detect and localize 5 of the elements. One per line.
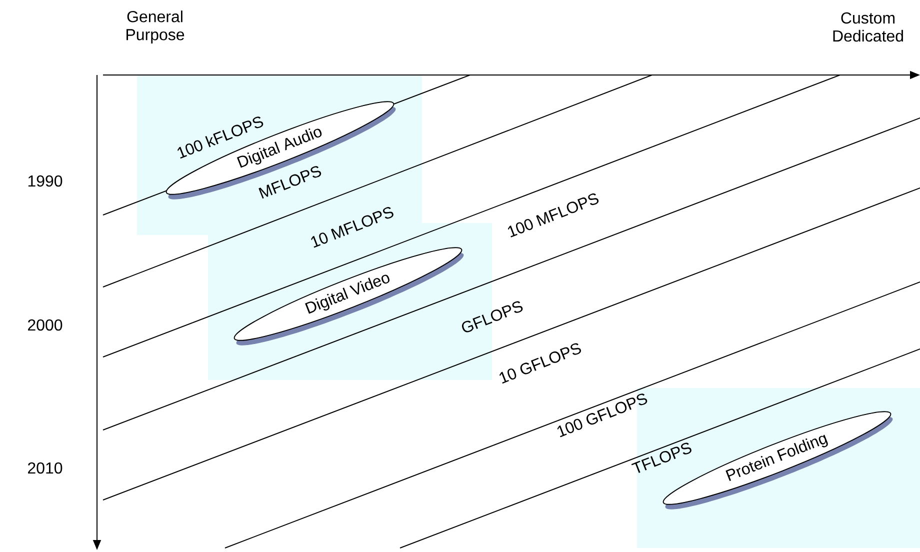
axis-label: Custom Dedicated [833,12,903,42]
axis-label: General Purpose [126,10,184,44]
year-label: 2010 [28,462,62,474]
year-label: 1990 [28,175,62,187]
year-label: 2000 [28,319,62,331]
